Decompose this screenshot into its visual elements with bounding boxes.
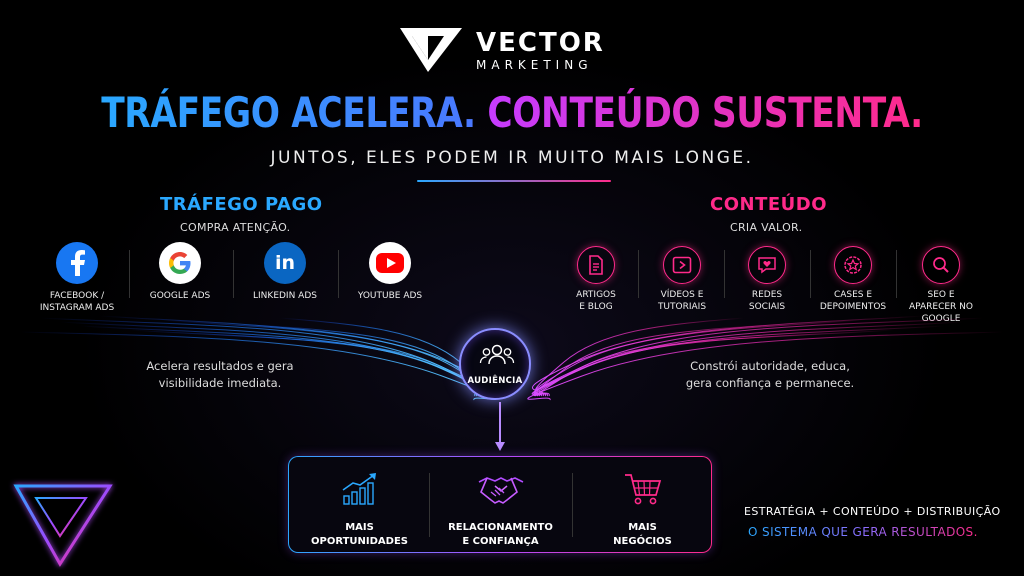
badge-star-icon xyxy=(834,246,872,284)
channel-linkedin: in LINKEDIN ADS xyxy=(233,242,337,302)
channel-google: GOOGLE ADS xyxy=(128,242,232,302)
separator xyxy=(896,250,897,298)
facebook-icon xyxy=(56,242,98,284)
separator xyxy=(429,473,430,537)
content-label: APARECER NO xyxy=(908,302,973,312)
users-group-icon xyxy=(479,344,515,365)
paid-subtitle: COMPRA ATENÇÃO. xyxy=(180,221,291,234)
audience-node: AUDIÊNCIA xyxy=(459,328,531,400)
channel-label: FACEBOOK / xyxy=(49,291,105,301)
content-social: REDES SOCIAIS xyxy=(724,246,810,313)
subheadline: JUNTOS, ELES PODEM IR MUITO MAIS LONGE. xyxy=(270,148,754,168)
neon-logo-icon xyxy=(13,484,113,567)
header-divider xyxy=(417,180,611,182)
paid-description-line: visibilidade imediata. xyxy=(158,376,282,390)
channel-label: YOUTUBE ADS xyxy=(357,291,423,301)
paid-description-line: Acelera resultados e gera xyxy=(146,359,294,373)
paid-description: Acelera resultados e gera visibilidade i… xyxy=(140,358,300,392)
separator xyxy=(233,250,234,298)
article-icon xyxy=(577,246,615,284)
brand-tagline: MARKETING xyxy=(476,58,593,72)
vector-logo-icon xyxy=(400,28,462,72)
content-videos: VÍDEOS E TUTORIAIS xyxy=(639,246,725,313)
content-label: GOOGLE xyxy=(921,314,961,324)
content-articles: ARTIGOS E BLOG xyxy=(553,246,639,313)
separator xyxy=(572,473,573,537)
result-label: MAIS xyxy=(345,522,374,533)
headline-part1: TRÁFEGO ACELERA. xyxy=(101,88,476,137)
content-label: ARTIGOS xyxy=(576,290,616,300)
headline-part2: CONTEÚDO SUSTENTA. xyxy=(487,88,923,137)
channel-label: INSTAGRAM ADS xyxy=(39,303,115,313)
content-label: REDES xyxy=(751,290,783,300)
channel-label: LINKEDIN ADS xyxy=(253,291,317,301)
result-label: RELACIONAMENTO xyxy=(448,522,553,533)
result-relationship: RELACIONAMENTO E CONFIANÇA xyxy=(430,469,571,549)
result-label: NEGÓCIOS xyxy=(613,536,672,547)
separator xyxy=(724,250,725,298)
footer-tagline: O SISTEMA QUE GERA RESULTADOS. xyxy=(748,525,978,539)
content-description-line: Constrói autoridade, educa, xyxy=(690,359,850,373)
content-subtitle: CRIA VALOR. xyxy=(730,221,803,234)
audience-label: AUDIÊNCIA xyxy=(467,376,523,386)
google-icon xyxy=(159,242,201,284)
arrow-down-icon xyxy=(495,402,505,451)
paid-title: TRÁFEGO PAGO xyxy=(160,194,323,215)
video-icon xyxy=(663,246,701,284)
content-cases: CASES E DEPOIMENTOS xyxy=(810,246,896,313)
headline: TRÁFEGO ACELERA. CONTEÚDO SUSTENTA. xyxy=(92,88,932,137)
search-icon xyxy=(922,246,960,284)
separator xyxy=(638,250,639,298)
channel-facebook: FACEBOOK / INSTAGRAM ADS xyxy=(25,242,129,314)
result-label: OPORTUNIDADES xyxy=(311,536,408,547)
separator xyxy=(810,250,811,298)
separator xyxy=(129,250,130,298)
content-label: SOCIAIS xyxy=(748,302,786,312)
results-box: MAIS OPORTUNIDADES RELACIONAMENTO E CONFIA… xyxy=(288,456,712,553)
result-opportunities: MAIS OPORTUNIDADES xyxy=(289,469,430,549)
channel-youtube: YOUTUBE ADS xyxy=(338,242,442,302)
separator xyxy=(338,250,339,298)
footer-formula: ESTRATÉGIA + CONTEÚDO + DISTRIBUIÇÃO xyxy=(744,505,1001,518)
result-label: MAIS xyxy=(628,522,657,533)
content-description-line: gera confiança e permanece. xyxy=(685,376,855,390)
content-label: SEO E xyxy=(927,290,955,300)
cart-icon xyxy=(624,474,661,505)
content-label: CASES E xyxy=(833,290,873,300)
content-label: E BLOG xyxy=(579,302,613,312)
social-heart-icon xyxy=(748,246,786,284)
brand-name: VECTOR xyxy=(476,28,605,58)
content-title: CONTEÚDO xyxy=(710,194,828,215)
result-label: E CONFIANÇA xyxy=(462,536,539,547)
channel-label: GOOGLE ADS xyxy=(149,291,211,301)
result-business: MAIS NEGÓCIOS xyxy=(572,469,713,549)
youtube-icon xyxy=(369,242,411,284)
content-label: VÍDEOS E xyxy=(660,290,704,300)
brand-logo: VECTOR MARKETING xyxy=(398,24,608,74)
handshake-icon xyxy=(478,477,523,504)
growth-chart-icon xyxy=(342,473,376,505)
content-label: DEPOIMENTOS xyxy=(819,302,887,312)
content-seo: SEO E APARECER NO GOOGLE xyxy=(898,246,984,325)
content-label: TUTORIAIS xyxy=(657,302,707,312)
content-description: Constrói autoridade, educa, gera confian… xyxy=(680,358,860,392)
linkedin-icon: in xyxy=(264,242,306,284)
